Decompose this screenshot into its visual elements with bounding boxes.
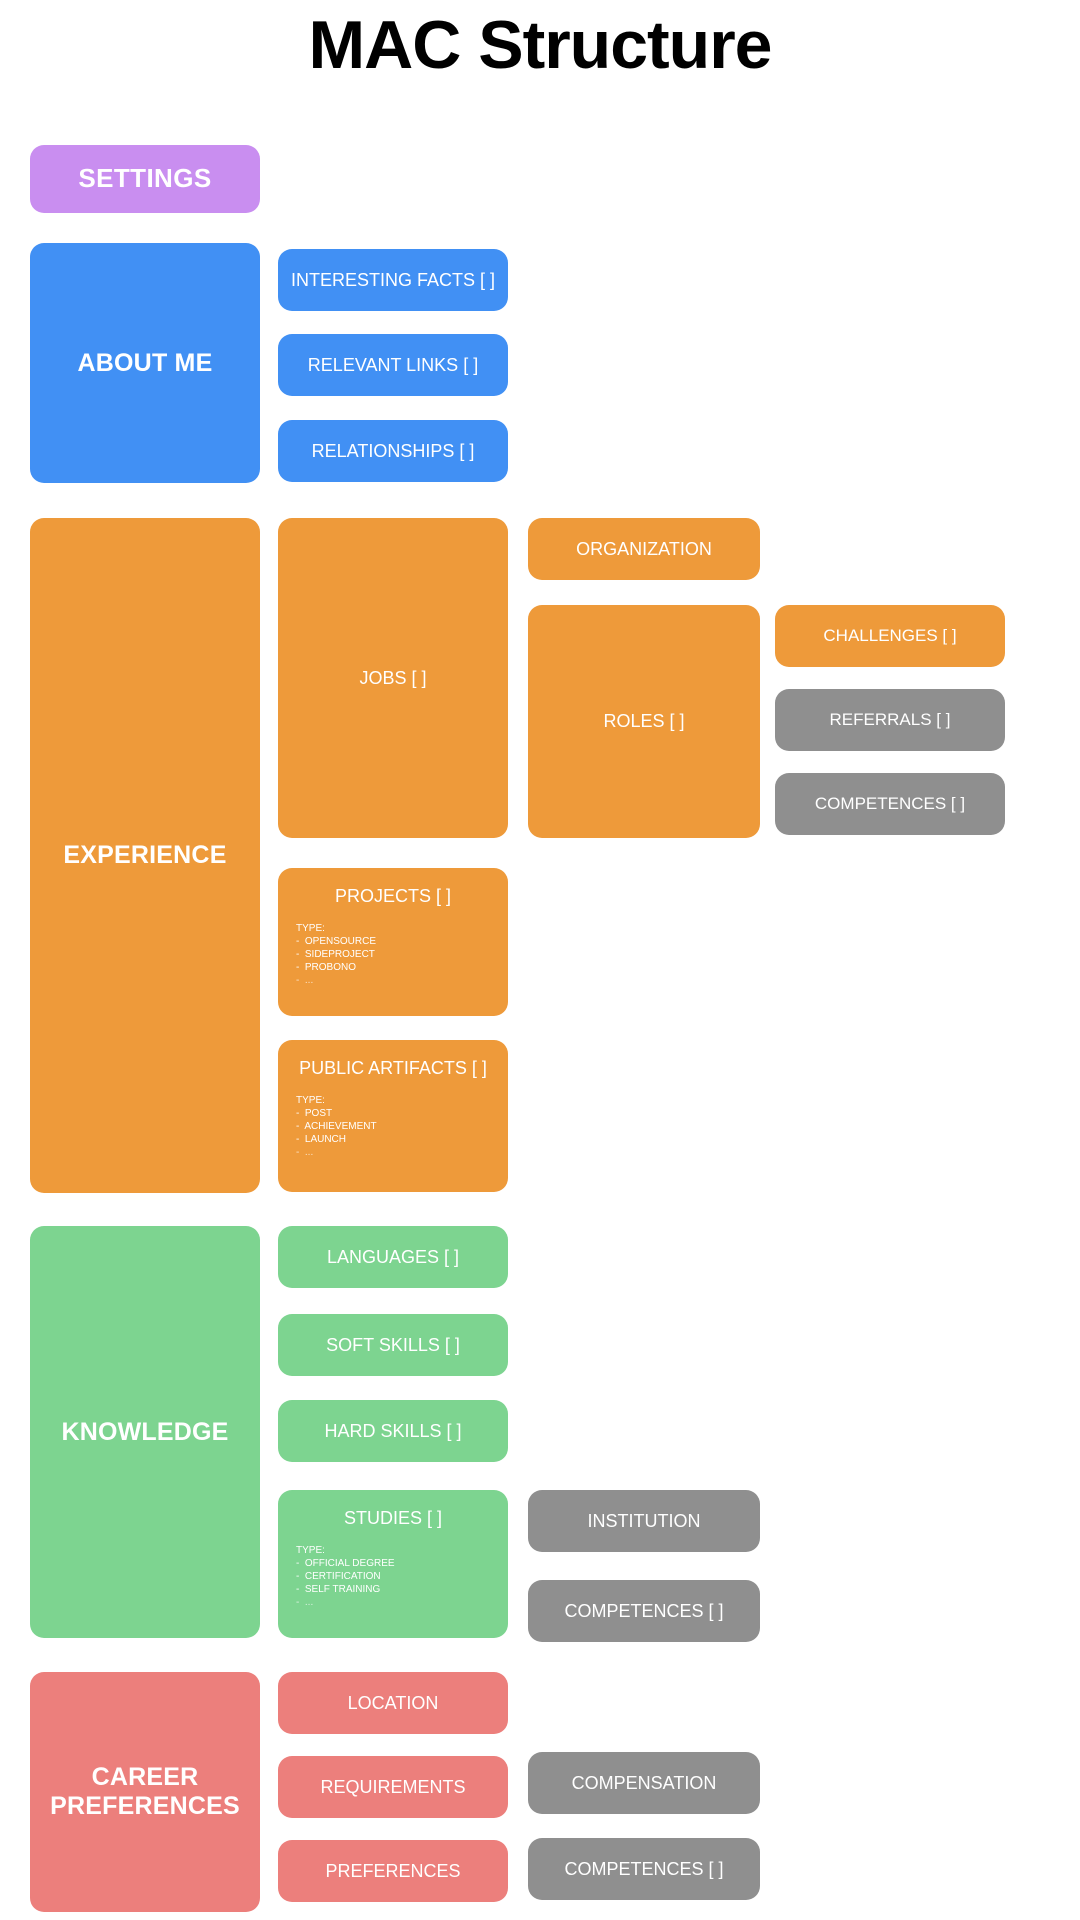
public-artifacts-type-item: - ... [296,1146,314,1158]
node-jobs-label: JOBS [ ] [359,667,427,688]
node-organization[interactable]: ORGANIZATION [528,518,760,580]
node-challenges-label: CHALLENGES [ ] [823,626,957,646]
node-settings[interactable]: SETTINGS [30,145,260,213]
studies-type-head: TYPE: [296,1544,325,1556]
node-institution-label: INSTITUTION [587,1510,701,1531]
studies-type-item: - CERTIFICATION [296,1571,381,1583]
node-experience-label: EXPERIENCE [63,841,227,870]
node-studies-competences-label: COMPETENCES [ ] [564,1600,724,1621]
node-hard-skills[interactable]: HARD SKILLS [ ] [278,1400,508,1462]
node-soft-skills[interactable]: SOFT SKILLS [ ] [278,1314,508,1376]
node-relationships-label: RELATIONSHIPS [ ] [311,440,475,461]
node-preferences-label: PREFERENCES [325,1860,461,1881]
node-relationships[interactable]: RELATIONSHIPS [ ] [278,420,508,482]
node-interesting-facts[interactable]: INTERESTING FACTS [ ] [278,249,508,311]
node-career-competences[interactable]: COMPETENCES [ ] [528,1838,760,1900]
node-institution[interactable]: INSTITUTION [528,1490,760,1552]
node-knowledge[interactable]: KNOWLEDGE [30,1226,260,1638]
projects-type-item: - OPENSOURCE [296,936,377,948]
node-public-artifacts[interactable]: PUBLIC ARTIFACTS [ ] TYPE: - POST - ACHI… [278,1040,508,1192]
node-career-competences-label: COMPETENCES [ ] [564,1858,724,1879]
node-projects-label: PROJECTS [ ] [334,886,451,906]
node-preferences[interactable]: PREFERENCES [278,1840,508,1902]
projects-type-head: TYPE: [296,922,325,934]
projects-type-item: - PROBONO [296,962,357,974]
studies-type-item: - OFFICIAL DEGREE [296,1558,395,1570]
node-interesting-facts-label: INTERESTING FACTS [ ] [290,269,496,290]
node-studies-label: STUDIES [ ] [343,1508,442,1528]
node-roles[interactable]: ROLES [ ] [528,605,760,838]
node-compensation-label: COMPENSATION [571,1772,717,1793]
node-relevant-links[interactable]: RELEVANT LINKS [ ] [278,334,508,396]
node-experience-competences[interactable]: COMPETENCES [ ] [775,773,1005,835]
node-career-preferences[interactable]: CAREER PREFERENCES [30,1672,260,1912]
node-languages-label: LANGUAGES [ ] [326,1246,460,1267]
projects-type-item: - ... [296,974,314,986]
public-artifacts-type-item: - ACHIEVEMENT [296,1121,377,1133]
node-hard-skills-label: HARD SKILLS [ ] [324,1420,462,1441]
projects-type-item: - SIDEPROJECT [296,949,375,961]
node-projects[interactable]: PROJECTS [ ] TYPE: - OPENSOURCE - SIDEPR… [278,868,508,1016]
node-location-label: LOCATION [347,1692,439,1713]
node-relevant-links-label: RELEVANT LINKS [ ] [307,354,479,375]
studies-type-item: - SELF TRAINING [296,1584,381,1596]
node-organization-label: ORGANIZATION [576,538,712,559]
node-about-me-label: ABOUT ME [77,348,213,377]
node-soft-skills-label: SOFT SKILLS [ ] [326,1334,460,1355]
studies-type-list: TYPE: - OFFICIAL DEGREE - CERTIFICATION … [278,1545,508,1610]
projects-type-list: TYPE: - OPENSOURCE - SIDEPROJECT - PROBO… [278,923,508,988]
node-studies[interactable]: STUDIES [ ] TYPE: - OFFICIAL DEGREE - CE… [278,1490,508,1638]
node-settings-label: SETTINGS [78,163,212,194]
node-referrals[interactable]: REFERRALS [ ] [775,689,1005,751]
node-experience[interactable]: EXPERIENCE [30,518,260,1193]
studies-type-item: - ... [296,1596,314,1608]
node-referrals-label: REFERRALS [ ] [829,710,951,730]
node-experience-competences-label: COMPETENCES [ ] [814,794,966,814]
node-challenges[interactable]: CHALLENGES [ ] [775,605,1005,667]
public-artifacts-type-item: - POST [296,1108,333,1120]
node-jobs[interactable]: JOBS [ ] [278,518,508,838]
page-title: MAC Structure [308,7,772,83]
node-requirements-label: REQUIREMENTS [320,1776,466,1797]
node-studies-competences[interactable]: COMPETENCES [ ] [528,1580,760,1642]
node-requirements[interactable]: REQUIREMENTS [278,1756,508,1818]
public-artifacts-type-item: - LAUNCH [296,1134,347,1146]
node-career-preferences-label: CAREER PREFERENCES [50,1763,240,1820]
node-roles-label: ROLES [ ] [603,711,685,732]
node-about-me[interactable]: ABOUT ME [30,243,260,483]
public-artifacts-type-list: TYPE: - POST - ACHIEVEMENT - LAUNCH - ..… [278,1095,508,1160]
public-artifacts-type-head: TYPE: [296,1094,325,1106]
node-public-artifacts-label: PUBLIC ARTIFACTS [ ] [299,1058,487,1078]
node-location[interactable]: LOCATION [278,1672,508,1734]
node-knowledge-label: KNOWLEDGE [61,1417,229,1446]
node-compensation[interactable]: COMPENSATION [528,1752,760,1814]
node-languages[interactable]: LANGUAGES [ ] [278,1226,508,1288]
